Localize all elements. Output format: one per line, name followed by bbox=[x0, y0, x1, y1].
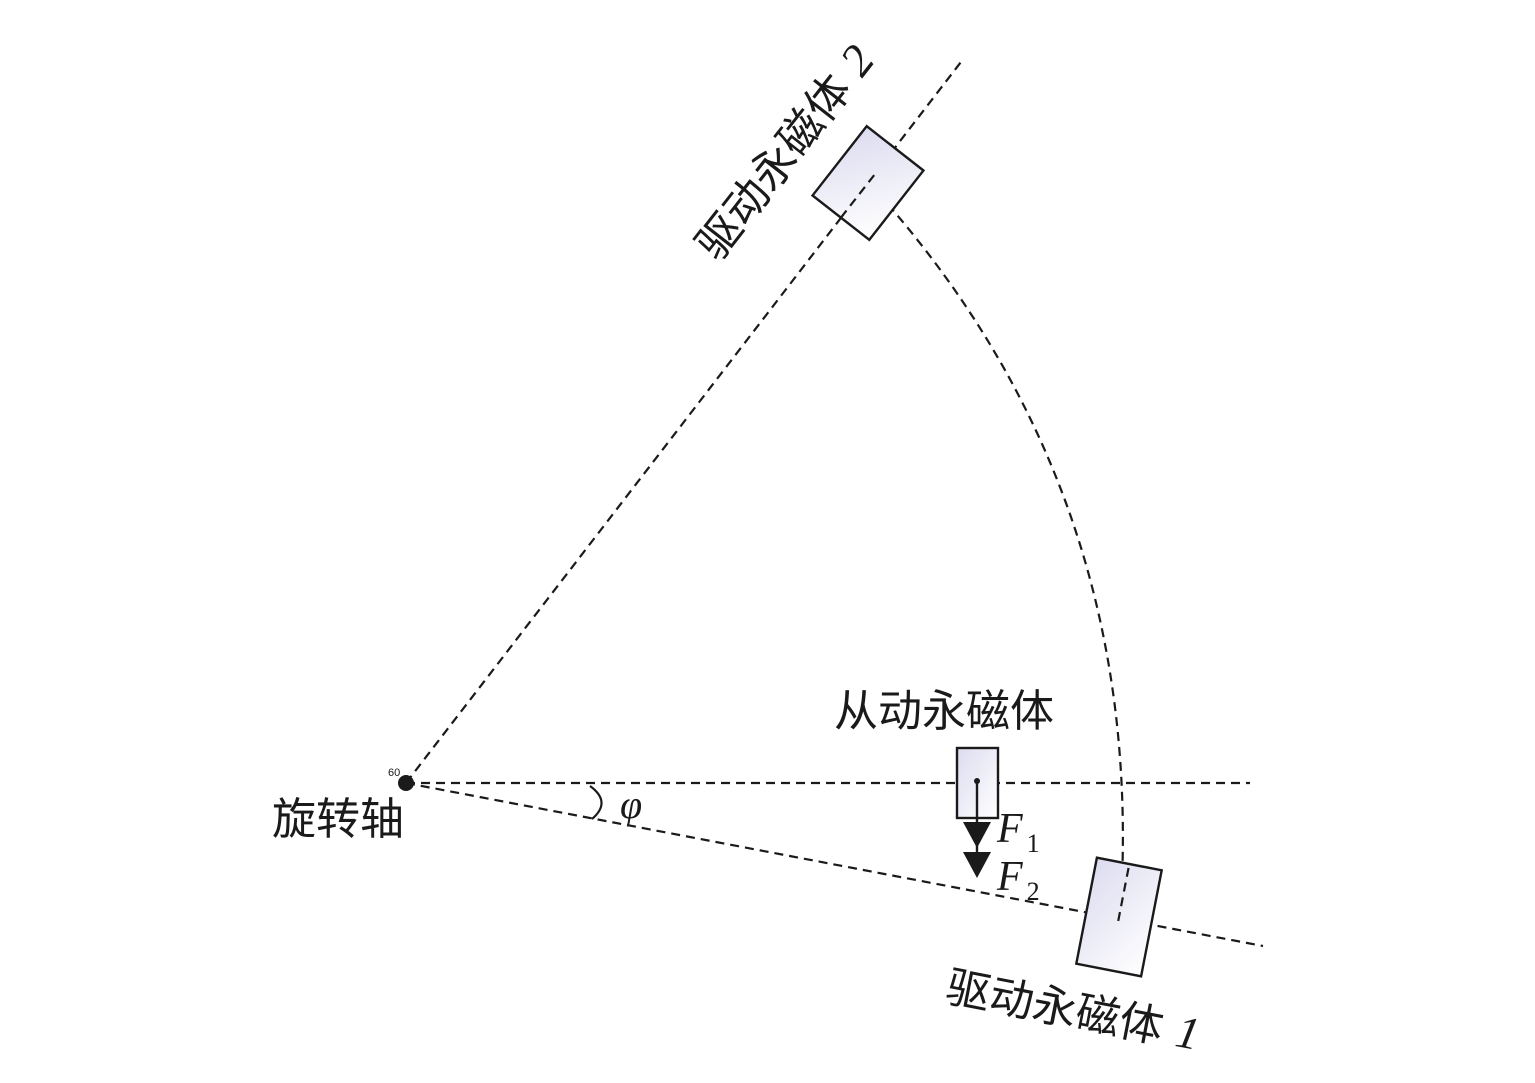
force-arrow-f1 bbox=[963, 822, 991, 848]
drive-magnet-1 bbox=[1074, 856, 1164, 978]
drive-magnet-1-number: 1 bbox=[1172, 1005, 1204, 1059]
rotation-axis-point bbox=[398, 775, 414, 791]
force-arrow-f2 bbox=[963, 852, 991, 878]
force-f1-subscript: 1 bbox=[1027, 829, 1040, 858]
axis-small-label: 60 bbox=[388, 767, 400, 779]
force-arrows bbox=[963, 778, 991, 878]
angle-arc bbox=[589, 785, 603, 820]
svg-text:驱动永磁体1: 驱动永磁体1 bbox=[942, 961, 1204, 1061]
rotation-axis-label: 旋转轴 bbox=[272, 794, 404, 845]
drive-magnet-1-label: 驱动永磁体1 bbox=[942, 961, 1204, 1061]
rotation-arc bbox=[867, 181, 1124, 919]
force-f2-subscript: 2 bbox=[1027, 877, 1040, 906]
drive2-radial-line bbox=[405, 57, 965, 784]
drive-magnet-2-number: 2 bbox=[830, 35, 884, 85]
driven-magnet-label: 从动永磁体 bbox=[834, 686, 1054, 737]
angle-label: φ bbox=[620, 782, 642, 827]
drive-magnet-2 bbox=[810, 124, 926, 242]
